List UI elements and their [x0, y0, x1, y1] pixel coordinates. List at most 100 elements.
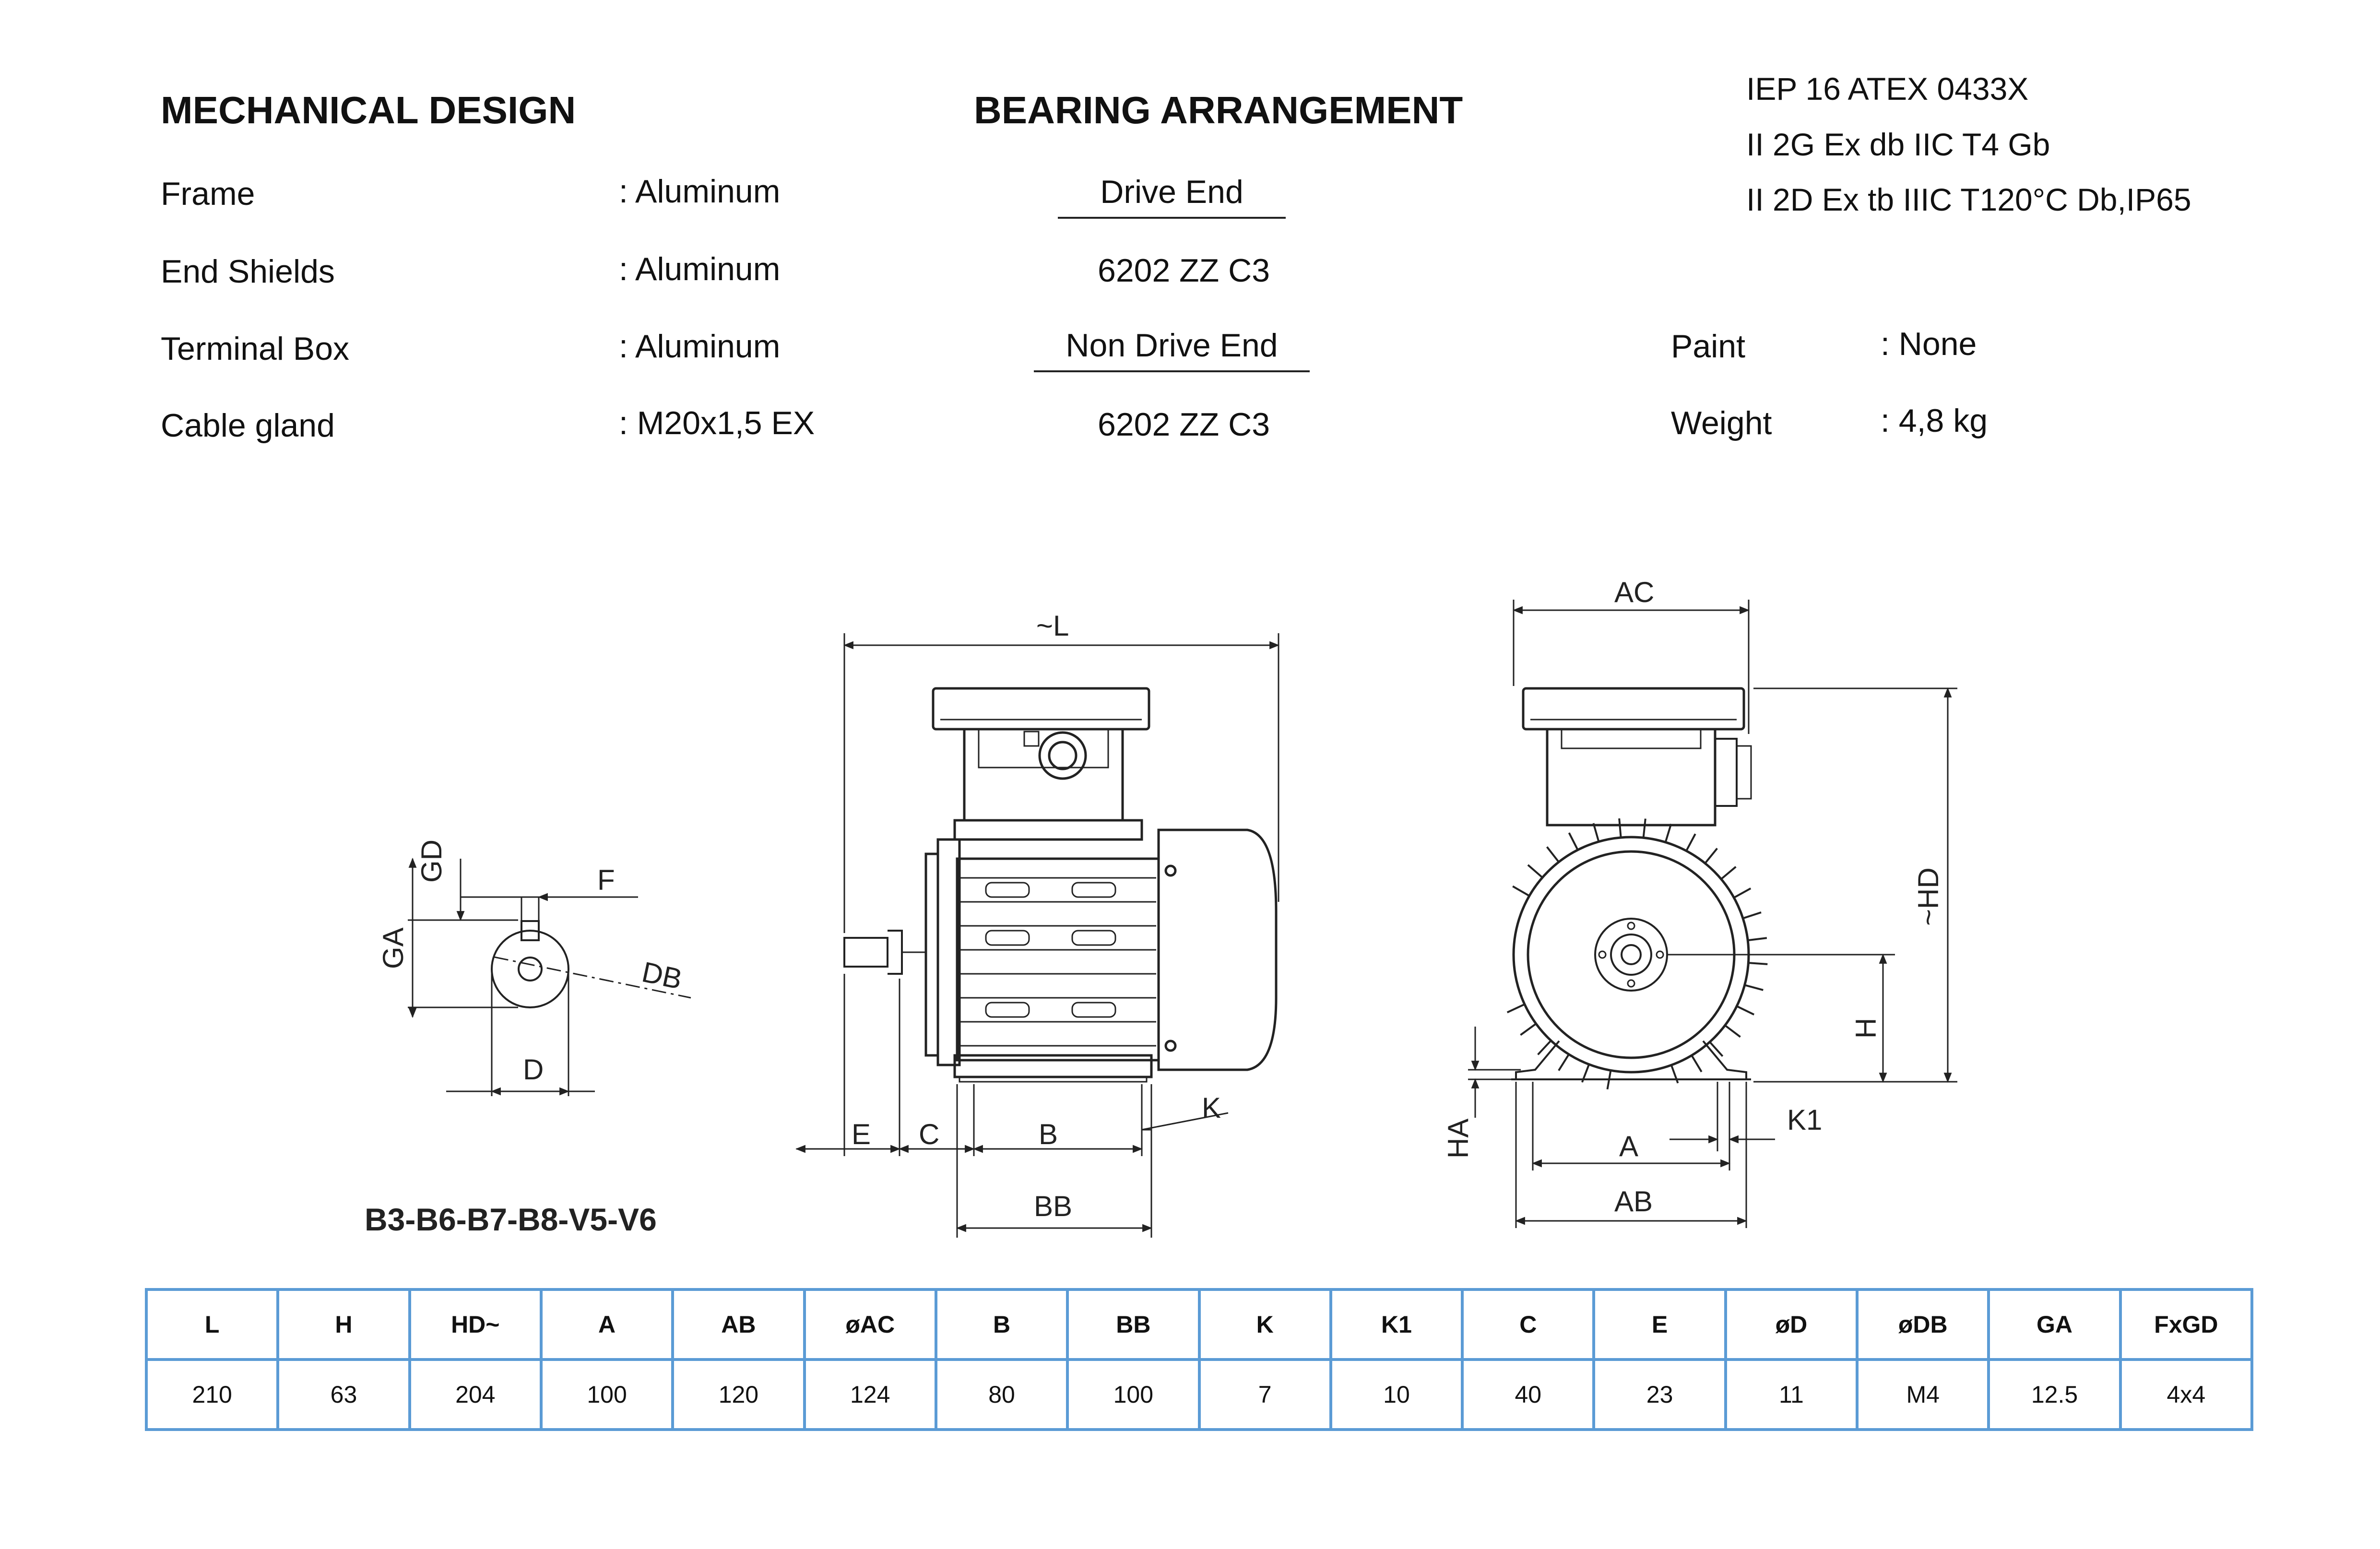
- cooling-fin: [1709, 1041, 1724, 1057]
- dim-value-cell: 11: [1724, 1358, 1859, 1431]
- cooling-fin: [1685, 833, 1696, 851]
- label-l: ~L: [1036, 610, 1069, 642]
- motor-side-view: [843, 687, 1278, 1083]
- cooling-fin: [1736, 1005, 1755, 1016]
- dim-value-cell: 204: [408, 1358, 543, 1431]
- dim-header-cell: øAC: [803, 1288, 937, 1361]
- end-view-fins: [1506, 818, 1768, 1090]
- dim-value-cell: 100: [539, 1358, 675, 1431]
- bearing-arrangement-title: BEARING ARRANGEMENT: [974, 89, 1463, 131]
- label-h: H: [1850, 1018, 1882, 1039]
- label-ha: HA: [1442, 1119, 1474, 1159]
- dim-value-cell: 210: [144, 1358, 280, 1431]
- dim-value-cell: 4x4: [2119, 1358, 2254, 1431]
- cooling-fin: [1606, 1070, 1612, 1090]
- dim-header-cell: HD~: [408, 1288, 543, 1361]
- cable-gland-label: Cable gland: [161, 407, 335, 444]
- cooling-fin: [1664, 823, 1672, 843]
- label-d: D: [523, 1053, 544, 1086]
- dim-value-cell: 124: [803, 1358, 937, 1431]
- cooling-fin: [1520, 1023, 1537, 1036]
- drive-end-label: Drive End: [1058, 176, 1286, 219]
- dim-value-cell: 40: [1461, 1358, 1596, 1431]
- cooling-fin: [1506, 1003, 1525, 1014]
- dim-value-cell: 23: [1592, 1358, 1727, 1431]
- cooling-fin: [1568, 832, 1579, 851]
- frame-label: Frame: [161, 176, 255, 212]
- drive-end-bearing: 6202 ZZ C3: [1098, 252, 1270, 289]
- dim-header-cell: B: [934, 1288, 1069, 1361]
- cooling-fin: [1537, 1040, 1552, 1055]
- paint-label: Paint: [1671, 328, 1745, 365]
- dim-header-cell: K1: [1329, 1288, 1464, 1361]
- end-shields-label: End Shields: [161, 253, 335, 290]
- end-shields-value: : Aluminum: [619, 251, 781, 287]
- weight-label: Weight: [1671, 405, 1772, 441]
- terminal-box-label: Terminal Box: [161, 331, 350, 367]
- dim-header-cell: FxGD: [2119, 1288, 2254, 1361]
- mounting-types: B3-B6-B7-B8-V5-V6: [365, 1202, 657, 1237]
- cooling-fin: [1581, 1064, 1590, 1083]
- label-e: E: [852, 1118, 871, 1150]
- dim-value-cell: 100: [1066, 1358, 1201, 1431]
- label-bb: BB: [1034, 1190, 1072, 1222]
- cooling-fin: [1691, 1054, 1703, 1073]
- dim-header-cell: GA: [1987, 1288, 2122, 1361]
- cooling-fin: [1546, 846, 1560, 863]
- label-ab: AB: [1614, 1185, 1653, 1218]
- cooling-fin: [1670, 1064, 1679, 1084]
- dim-header-cell: K: [1197, 1288, 1332, 1361]
- cooling-fin: [1704, 848, 1718, 864]
- cooling-fin: [1720, 866, 1737, 880]
- cooling-fin: [1527, 864, 1543, 878]
- mechanical-design-title: MECHANICAL DESIGN: [161, 89, 576, 131]
- shaft-key-detail: [408, 857, 691, 1096]
- non-drive-end-label: Non Drive End: [1034, 329, 1310, 372]
- dim-value-cell: M4: [1856, 1358, 1990, 1431]
- dim-header-cell: øD: [1724, 1288, 1859, 1361]
- dim-header-cell: øDB: [1856, 1288, 1990, 1361]
- dim-value-cell: 12.5: [1987, 1358, 2122, 1431]
- dim-header-cell: C: [1461, 1288, 1596, 1361]
- dim-value-cell: 63: [276, 1358, 411, 1431]
- side-view-dimensions: [795, 633, 1280, 1238]
- end-view-dimensions: [1468, 600, 1957, 1228]
- dim-value-cell: 120: [671, 1358, 806, 1431]
- label-k: K: [1202, 1092, 1221, 1124]
- paint-value: : None: [1881, 326, 1977, 362]
- cooling-fin: [1642, 818, 1646, 838]
- cooling-fin: [1748, 962, 1768, 965]
- dim-header-cell: L: [144, 1288, 280, 1361]
- frame-value: : Aluminum: [619, 173, 781, 210]
- dim-value-cell: 7: [1197, 1358, 1332, 1431]
- motor-technical-drawing: GD F GA DB D B3-B6-B7-B8-V5-V6: [365, 576, 1957, 1238]
- dim-header-cell: E: [1592, 1288, 1727, 1361]
- dim-value-cell: 10: [1329, 1358, 1464, 1431]
- cooling-fin: [1744, 984, 1764, 991]
- label-gd: GD: [415, 840, 448, 883]
- label-ga: GA: [377, 927, 409, 969]
- cooling-fin: [1742, 911, 1762, 920]
- motor-end-view: [1511, 687, 1752, 1080]
- dim-value-cell: 80: [934, 1358, 1069, 1431]
- label-db: DB: [639, 956, 685, 995]
- cert-line-2: II 2G Ex db IIC T4 Gb: [1746, 127, 2050, 162]
- weight-value: : 4,8 kg: [1881, 402, 1988, 439]
- dim-header-cell: AB: [671, 1288, 806, 1361]
- label-ac: AC: [1614, 576, 1654, 608]
- label-f: F: [597, 864, 615, 896]
- label-a: A: [1619, 1130, 1638, 1162]
- dim-header-cell: A: [539, 1288, 675, 1361]
- cooling-fin: [1747, 937, 1767, 942]
- cooling-fin: [1592, 823, 1600, 842]
- cooling-fin: [1724, 1024, 1741, 1038]
- dim-header-cell: H: [276, 1288, 411, 1361]
- cooling-fin: [1733, 887, 1752, 899]
- cert-line-1: IEP 16 ATEX 0433X: [1746, 71, 2029, 106]
- cable-gland-value: : M20x1,5 EX: [619, 405, 815, 441]
- terminal-box-value: : Aluminum: [619, 328, 781, 365]
- cooling-fin: [1512, 885, 1530, 897]
